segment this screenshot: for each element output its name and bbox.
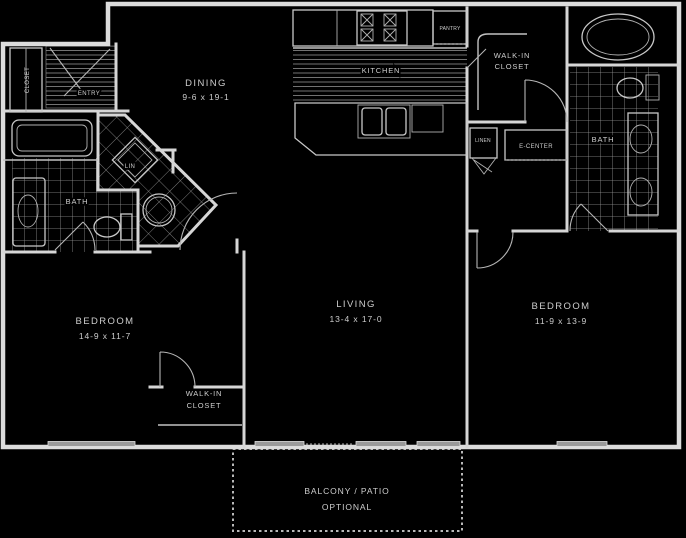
bathtub-left (11, 119, 93, 157)
walkin-left-door (159, 351, 196, 388)
window-living-2 (355, 441, 407, 447)
label-balcony-1: BALCONY / PATIO (304, 486, 389, 496)
window-bedroom-right (556, 441, 608, 447)
label-walkin-left-2: CLOSET (187, 401, 222, 410)
kitchen-fixtures (292, 9, 468, 156)
right-section-fixtures (469, 13, 660, 216)
bath-left-fixtures (11, 119, 133, 247)
toilet-left-bowl (93, 216, 121, 238)
bath-left-floor (12, 158, 138, 252)
label-walkin-left-1: WALK-IN (186, 389, 223, 398)
label-balcony-2: OPTIONAL (322, 502, 372, 512)
window-bedroom-left (47, 441, 136, 447)
kitchen-sink (357, 104, 411, 139)
stove (356, 10, 408, 46)
vanity-left (12, 177, 46, 247)
bath-right-floor (570, 67, 658, 231)
label-pantry: PANTRY (439, 26, 460, 32)
label-entry-closet: CLOSET (25, 67, 31, 93)
bath-right-door (569, 203, 609, 232)
kitchen-hall-door (466, 48, 487, 69)
bath-left-door (54, 221, 96, 251)
e-center-desk (504, 129, 568, 161)
linen-right-box (469, 127, 498, 159)
window-living-3 (416, 441, 461, 447)
sink-right-2 (629, 177, 653, 207)
toilet-left-tank (120, 213, 133, 241)
balcony-outline (232, 448, 463, 532)
sink-right-1 (629, 124, 653, 154)
entry-closet-doors (49, 47, 111, 97)
burners (360, 13, 397, 42)
window-living-1 (254, 441, 305, 447)
label-walkin-right-2: CLOSET (495, 62, 530, 71)
balcony (232, 448, 463, 532)
label-bedroom-left: BEDROOM (76, 316, 135, 327)
label-linen-right: LINEN (475, 138, 491, 144)
pedestal-sink (142, 193, 176, 227)
label-living: LIVING (336, 299, 376, 310)
pedestal-sink-inner (145, 196, 173, 224)
stove-top (356, 10, 408, 46)
garden-tub (581, 13, 655, 61)
outer-walls (0, 1, 682, 450)
label-bedroom-right-dims: 11-9 x 13-9 (535, 316, 587, 326)
label-bedroom-left-dims: 14-9 x 11-7 (79, 331, 131, 341)
label-walkin-right-1: WALK-IN (494, 51, 531, 60)
lower-counter (294, 102, 468, 156)
linen-right-door (471, 157, 497, 175)
hall-closet-jamb (155, 148, 177, 174)
label-dining-dims: 9-6 x 19-1 (182, 92, 229, 102)
label-kitchen: KITCHEN (362, 66, 401, 75)
label-dining: DINING (185, 78, 227, 89)
windows (47, 441, 608, 447)
label-bath-left: BATH (66, 197, 89, 206)
label-hall-linen: LIN (125, 164, 136, 170)
label-bedroom-right: BEDROOM (532, 301, 591, 312)
label-e-center: E-CENTER (519, 144, 553, 150)
bedroom-right-door (476, 231, 514, 269)
sink-left (17, 194, 39, 228)
bathtub-left-inner (16, 124, 88, 152)
label-entry: ENTRY (78, 91, 100, 97)
entry-floor (45, 45, 116, 109)
walkin-right-door (524, 79, 568, 123)
minor-lines (3, 159, 242, 426)
vanity-right (627, 112, 659, 216)
vestibule-fixtures (111, 136, 176, 227)
dishwasher (411, 104, 444, 133)
garden-tub-inner (586, 18, 650, 56)
kitchen-floor (293, 50, 467, 103)
living-entry-door-arc (179, 192, 238, 251)
toilet-right-cabinet (645, 74, 660, 101)
label-living-dims: 13-4 x 17-0 (330, 314, 383, 324)
walkin-right-inner-wall (477, 33, 527, 110)
doors (49, 47, 609, 388)
entry-closet-box (9, 47, 43, 113)
hall-linen-diamond (111, 136, 159, 184)
label-bath-right: BATH (592, 135, 615, 144)
toilet-right (616, 77, 644, 99)
room-labels: DINING 9-6 x 19-1 KITCHEN PANTRY ENTRY C… (25, 26, 615, 512)
